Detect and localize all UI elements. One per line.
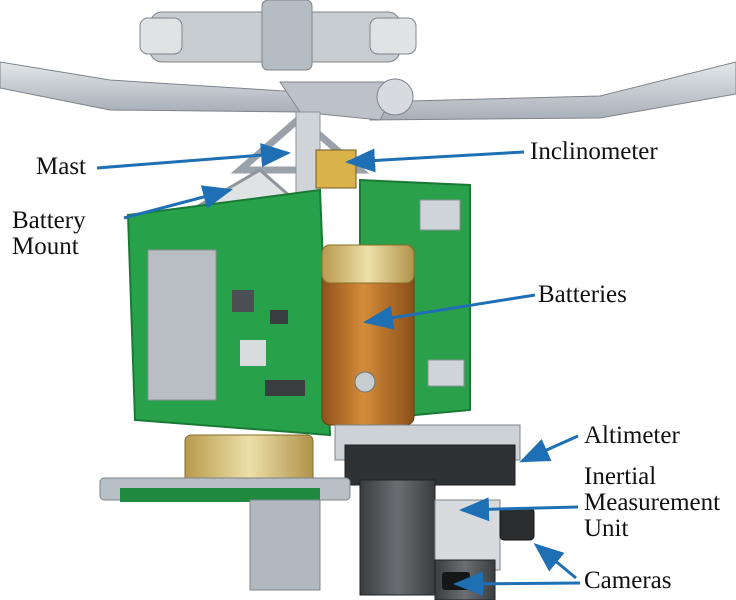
sensor-stack [359,479,535,600]
label-mast-text: Mast [36,153,86,180]
arrow-inclinometer [345,148,525,173]
arrow-altimeter [519,434,579,463]
lower-frame [99,424,521,591]
arrow-camera-upper [533,543,577,580]
label-battery-mount-line-1: Battery [12,207,86,234]
label-altimeter: Altimeter [584,423,680,449]
label-imu-line-2: Measurement [584,489,721,516]
leader-arrows [96,143,581,596]
arrow-battery-mount [123,185,233,220]
label-mast: Mast [36,154,86,180]
label-battery-mount-line-2: Mount [12,233,79,260]
label-imu-line-3: Unit [584,515,629,542]
arrow-mast [96,143,291,170]
arrow-camera-lower [453,571,581,596]
label-battery-mount: Battery Mount [12,208,86,260]
label-batteries: Batteries [538,282,627,308]
label-imu: Inertial Measurement Unit [584,464,720,542]
landing-arms [0,61,736,121]
battery-pack [184,244,415,486]
rotor-hub [139,0,417,71]
label-cameras: Cameras [584,568,671,594]
arrow-batteries [363,293,536,330]
pcb-left [126,188,332,437]
label-batteries-text: Batteries [538,281,627,308]
label-altimeter-text: Altimeter [584,422,680,449]
label-inclinometer-text: Inclinometer [530,138,658,165]
label-cameras-text: Cameras [584,567,672,594]
arrow-imu [459,497,579,522]
label-imu-line-1: Inertial [584,463,657,490]
label-inclinometer: Inclinometer [530,139,658,165]
